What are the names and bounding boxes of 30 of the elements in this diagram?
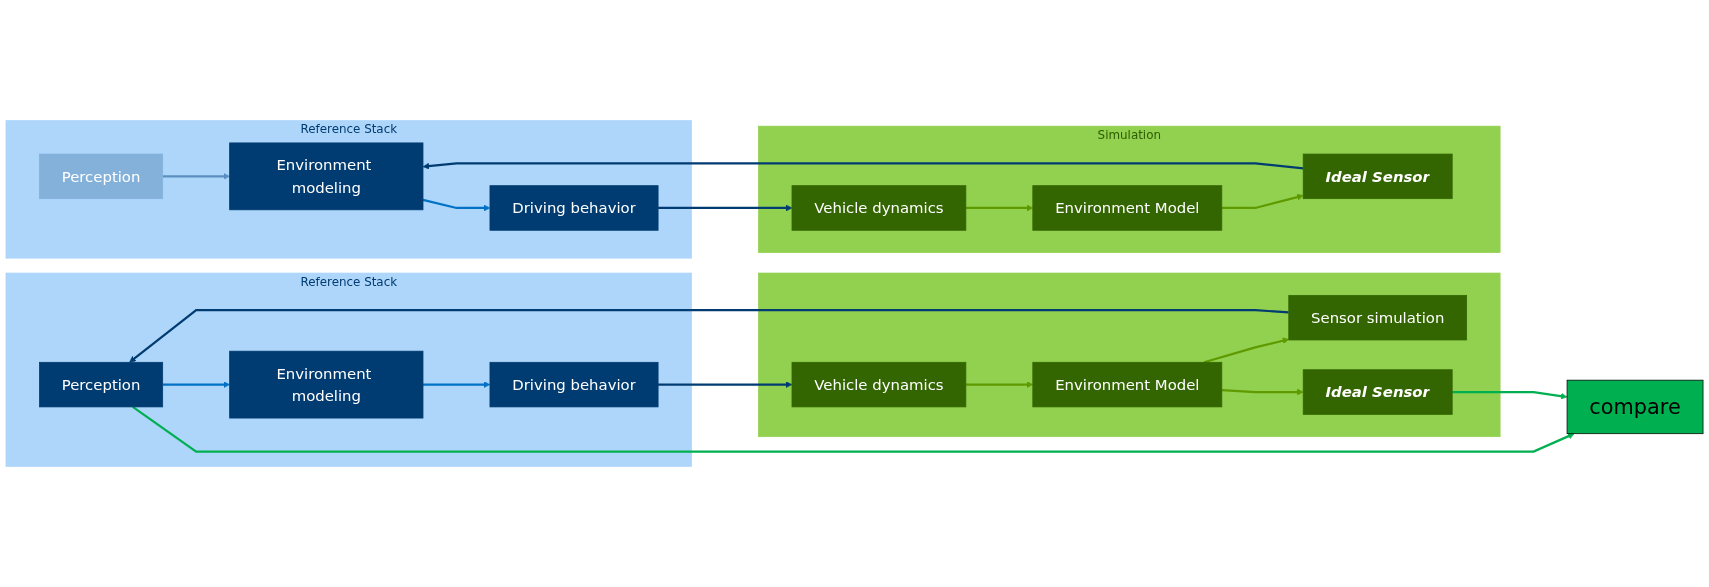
- arrow: [132, 406, 1575, 453]
- node-box: Environment modeling: [229, 142, 424, 211]
- node-box: Environment Model: [1032, 185, 1223, 231]
- arrow: [422, 198, 491, 212]
- node-box: Environment modeling: [229, 350, 424, 419]
- cluster: [758, 272, 1501, 438]
- arrow: [965, 381, 1034, 388]
- arrow: [1452, 390, 1568, 400]
- arrow: [1203, 337, 1290, 364]
- node-box: Vehicle dynamics: [791, 361, 967, 408]
- node-box: Vehicle dynamics: [791, 185, 967, 231]
- node-box: Ideal Sensor: [1302, 369, 1453, 415]
- arrow: [423, 381, 491, 388]
- node-box: Ideal Sensor: [1302, 153, 1453, 200]
- arrow: [162, 173, 230, 180]
- arrow: [1221, 193, 1304, 210]
- arrow: [658, 204, 793, 212]
- arrow: [658, 381, 793, 388]
- node-box: Environment Model: [1032, 361, 1223, 408]
- node-box: Perception: [39, 153, 164, 200]
- arrow: [162, 381, 230, 388]
- arrow: [965, 204, 1034, 212]
- node-box: Driving behavior: [489, 185, 659, 231]
- arrow: [1221, 388, 1304, 396]
- node-box: Perception: [39, 361, 164, 408]
- node-box: Sensor simulation: [1288, 295, 1467, 341]
- arrow: [422, 162, 1304, 170]
- node-box: compare: [1566, 379, 1704, 435]
- node-box: Driving behavior: [489, 361, 659, 408]
- arrow: [129, 309, 1289, 363]
